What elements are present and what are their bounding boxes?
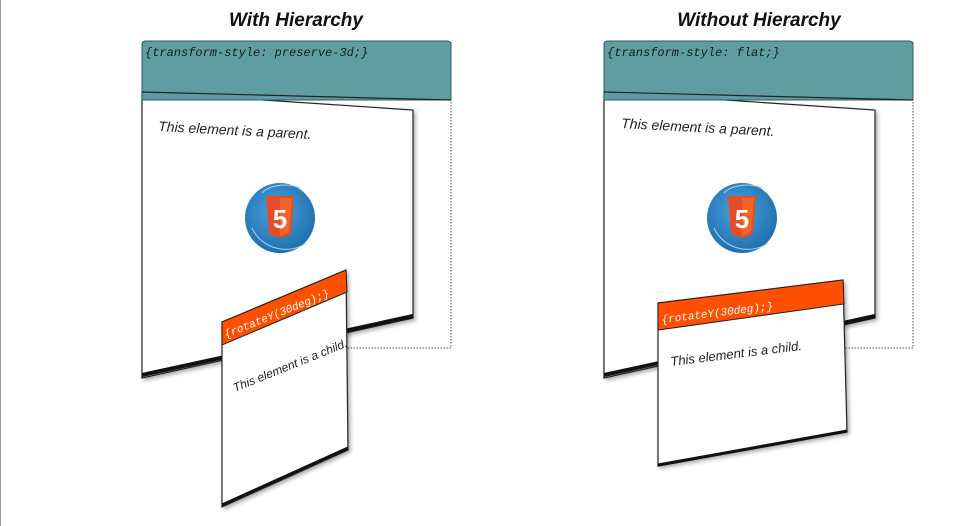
panel-title: Without Hierarchy — [677, 10, 842, 31]
transform-style-code: {transform-style: preserve-3d;} — [145, 46, 368, 60]
transform-style-code: {transform-style: flat;} — [607, 46, 780, 60]
html5-number: 5 — [735, 204, 749, 234]
panel-title: With Hierarchy — [229, 10, 364, 31]
child-header — [657, 279, 845, 331]
header-divider — [603, 91, 914, 101]
panel-without-hierarchy: Without Hierarchy {transform-style: flat… — [603, 10, 914, 467]
html5-logo-icon: 5 — [245, 183, 315, 253]
panel-with-hierarchy: With Hierarchy {transform-style: preserv… — [141, 10, 452, 508]
html5-number: 5 — [273, 204, 287, 234]
child-card-edge — [657, 429, 848, 467]
left-border — [0, 0, 1, 526]
child-card-edge — [221, 446, 349, 507]
html5-logo-icon: 5 — [707, 183, 777, 253]
header-divider — [141, 91, 452, 101]
child-header — [221, 269, 348, 346]
